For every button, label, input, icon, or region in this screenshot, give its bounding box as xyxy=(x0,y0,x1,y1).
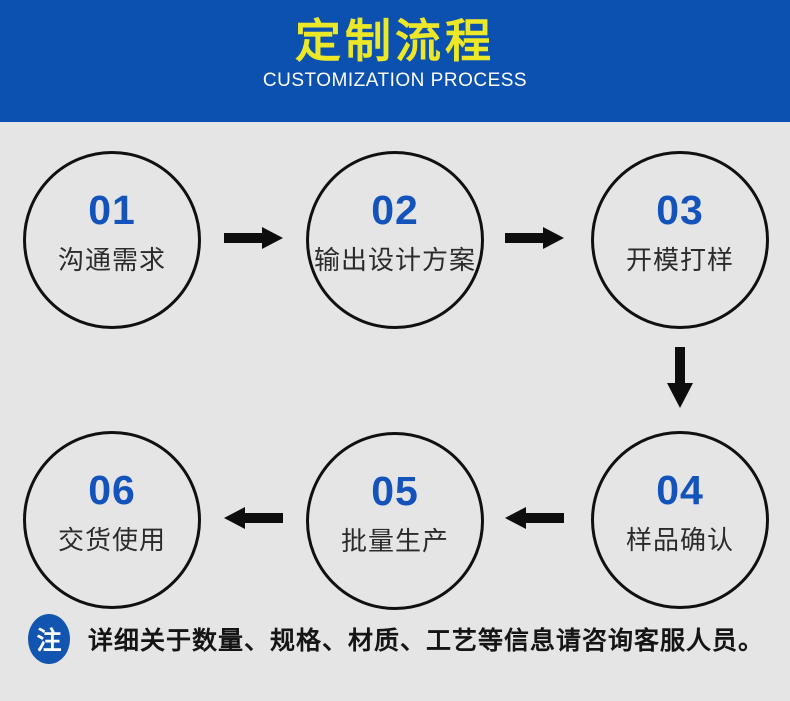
note-text: 详细关于数量、规格、材质、工艺等信息请咨询客服人员。 xyxy=(88,627,765,655)
arrow-head xyxy=(262,227,283,249)
step-circle-4: 04 样品确认 xyxy=(591,431,769,609)
page-subtitle: CUSTOMIZATION PROCESS xyxy=(262,69,528,91)
step-circle-1: 01 沟通需求 xyxy=(23,151,201,329)
step-number: 04 xyxy=(656,466,704,513)
step-circle-2: 02 输出设计方案 xyxy=(306,151,484,329)
arrow-left-icon xyxy=(224,507,283,529)
arrow-head xyxy=(505,507,526,529)
arrow-right-icon xyxy=(224,227,283,249)
arrow-shaft xyxy=(224,233,262,243)
arrow-left-icon xyxy=(505,507,564,529)
step-label: 沟通需求 xyxy=(57,244,166,275)
footer-note: 注 详细关于数量、规格、材质、工艺等信息请咨询客服人员。 xyxy=(28,614,764,664)
arrow-right-icon xyxy=(505,227,564,249)
step-number: 05 xyxy=(371,467,419,514)
step-circle-5: 05 批量生产 xyxy=(306,432,484,610)
header-banner: 定制流程 CUSTOMIZATION PROCESS xyxy=(0,0,790,122)
note-badge: 注 xyxy=(28,614,70,664)
arrow-down-icon xyxy=(667,347,693,408)
step-number: 01 xyxy=(88,186,136,233)
arrow-shaft xyxy=(245,513,283,523)
page-title: 定制流程 xyxy=(295,15,495,67)
step-label: 交货使用 xyxy=(57,524,166,555)
arrow-head xyxy=(224,507,245,529)
step-label: 样品确认 xyxy=(625,524,734,555)
step-label: 输出设计方案 xyxy=(313,244,476,275)
step-label: 开模打样 xyxy=(625,244,734,275)
step-number: 06 xyxy=(88,466,136,513)
step-label: 批量生产 xyxy=(340,525,449,556)
step-circle-6: 06 交货使用 xyxy=(23,431,201,609)
arrow-shaft xyxy=(675,347,685,383)
arrow-shaft xyxy=(526,513,564,523)
step-circle-3: 03 开模打样 xyxy=(591,151,769,329)
arrow-head xyxy=(543,227,564,249)
step-number: 02 xyxy=(371,186,419,233)
arrow-head xyxy=(667,383,693,408)
arrow-shaft xyxy=(505,233,543,243)
step-number: 03 xyxy=(656,186,704,233)
